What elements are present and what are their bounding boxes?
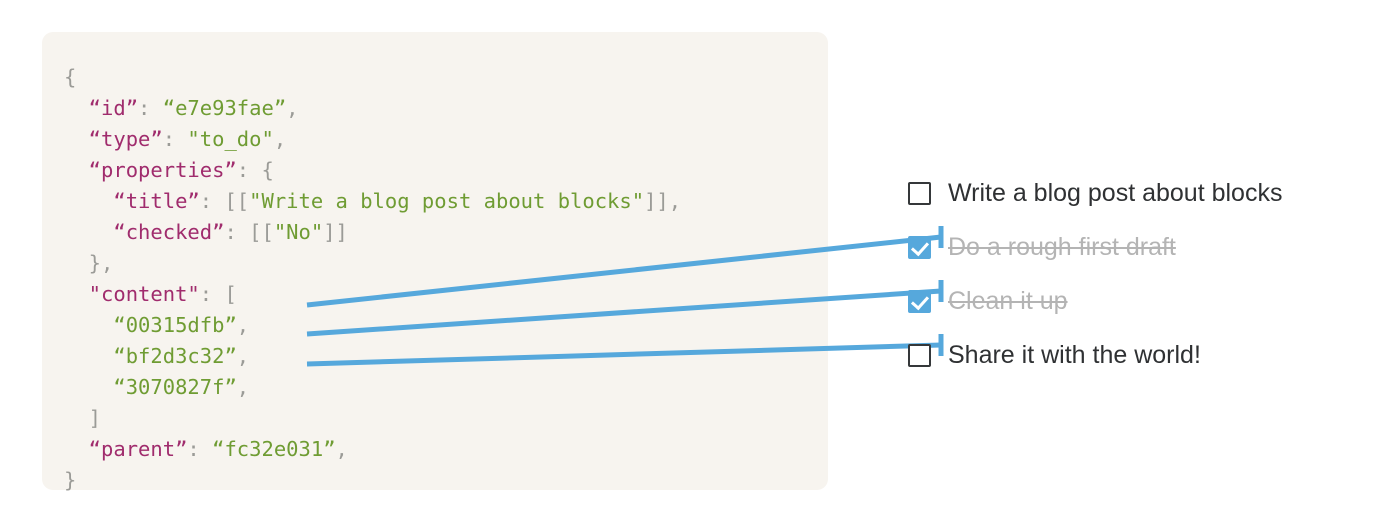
code-token-pun: ]: [88, 406, 102, 430]
code-token-str: "Write a blog post about blocks": [249, 189, 645, 213]
code-token-pun: ,: [236, 375, 250, 399]
code-token-pun: ,: [335, 437, 348, 461]
code-token-pun: }: [64, 468, 77, 492]
code-line: “parent”: “fc32e031”,: [64, 434, 681, 465]
todo-label[interactable]: Share it with the world!: [948, 340, 1201, 369]
json-code-panel: {“id”: “e7e93fae”,“type”: "to_do",“prope…: [42, 32, 828, 492]
code-token-pun: : [: [199, 282, 237, 306]
code-line: “type”: "to_do",: [64, 124, 681, 155]
code-token-pun: },: [88, 251, 114, 275]
code-token-key: “id”: [88, 96, 139, 120]
code-line: “00315dfb”,: [64, 310, 681, 341]
todo-checklist: Write a blog post about blocks Do a rough…: [908, 166, 1328, 382]
code-line: “checked”: [["No"]]: [64, 217, 681, 248]
code-line: "content": [: [64, 279, 681, 310]
code-token-str: “fc32e031”: [212, 437, 336, 461]
code-token-pun: :: [187, 437, 213, 461]
code-token-pun: ]],: [644, 189, 682, 213]
code-line: },: [64, 248, 681, 279]
todo-row: Do a rough first draft: [908, 220, 1328, 274]
todo-label[interactable]: Clean it up: [948, 286, 1068, 315]
code-token-pun: ,: [236, 344, 250, 368]
code-token-key: “parent”: [88, 437, 188, 461]
code-line: “title”: [["Write a blog post about bloc…: [64, 186, 681, 217]
code-token-key: “properties”: [88, 158, 237, 182]
code-token-str: "No": [273, 220, 324, 244]
code-token-key: "content": [88, 282, 200, 306]
code-token-pun: {: [64, 65, 77, 89]
code-token-str: “bf2d3c32”: [113, 344, 237, 368]
code-line: {: [64, 62, 681, 93]
code-line: “3070827f”,: [64, 372, 681, 403]
code-token-pun: : [[: [199, 189, 250, 213]
todo-row: Write a blog post about blocks: [908, 166, 1328, 220]
code-token-str: “e7e93fae”: [162, 96, 287, 120]
code-token-pun: : [[: [224, 220, 274, 244]
code-token-pun: :: [162, 127, 188, 151]
code-token-str: "to_do": [187, 127, 274, 151]
code-line: “bf2d3c32”,: [64, 341, 681, 372]
todo-label[interactable]: Write a blog post about blocks: [948, 178, 1283, 207]
checkbox-unchecked-icon[interactable]: [908, 181, 931, 205]
checkbox-checked-icon[interactable]: [908, 235, 931, 259]
code-token-pun: :: [138, 96, 163, 120]
code-token-pun: ]]: [323, 220, 348, 244]
code-line: “properties”: {: [64, 155, 681, 186]
code-token-pun: ,: [273, 127, 287, 151]
code-token-key: “title”: [113, 189, 200, 213]
code-line: ]: [64, 403, 681, 434]
code-line: }: [64, 465, 681, 496]
code-token-str: “3070827f”: [113, 375, 237, 399]
code-token-key: “type”: [88, 127, 163, 151]
todo-label[interactable]: Do a rough first draft: [948, 232, 1176, 261]
todo-row: Clean it up: [908, 274, 1328, 328]
code-token-pun: : {: [236, 158, 274, 182]
todo-row: Share it with the world!: [908, 328, 1328, 382]
code-token-pun: ,: [236, 313, 250, 337]
code-token-pun: ,: [286, 96, 299, 120]
json-code-block: {“id”: “e7e93fae”,“type”: "to_do",“prope…: [64, 62, 681, 496]
checkbox-checked-icon[interactable]: [908, 289, 931, 313]
code-line: “id”: “e7e93fae”,: [64, 93, 681, 124]
code-token-key: “checked”: [113, 220, 225, 244]
checkbox-unchecked-icon[interactable]: [908, 343, 931, 367]
code-token-str: “00315dfb”: [113, 313, 237, 337]
